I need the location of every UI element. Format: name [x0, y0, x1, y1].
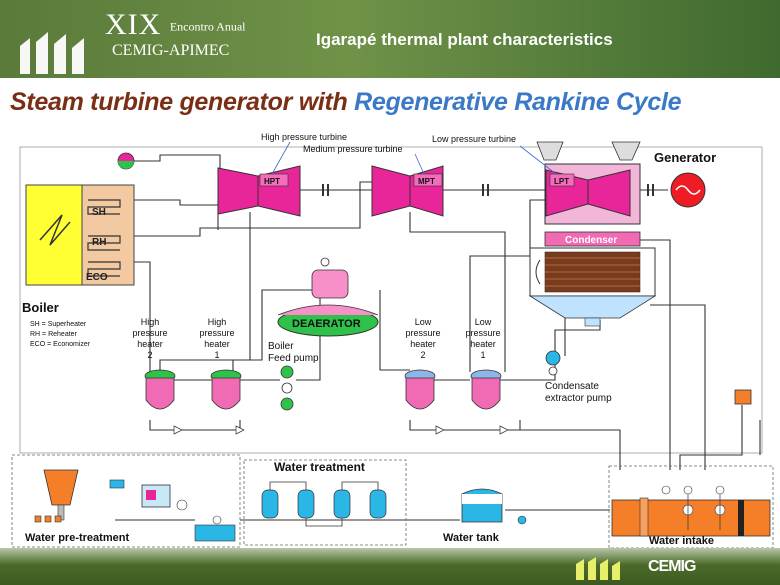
header-banner: XIX Encontro Anual CEMIG-APIMEC Igarapé … [0, 0, 780, 78]
economizer-coil [87, 261, 121, 277]
valve-icons [173, 425, 509, 435]
diagram-frame [19, 146, 763, 454]
water-intake-label: Water intake [649, 535, 714, 547]
cemig-building-icon [20, 32, 84, 74]
condenser-label: Condenser [565, 235, 617, 246]
flame-icon [39, 214, 71, 246]
lp-heater-1-line3: heater [470, 339, 496, 349]
water-tank-label: Water tank [443, 532, 500, 544]
hp-heater-1-line2: pressure [199, 328, 234, 338]
slide-title: Steam turbine generator with Regenerativ… [10, 88, 682, 117]
footer-logo-text: CEMIG [648, 558, 696, 575]
hp-heater-1-line1: High [208, 317, 227, 327]
legend-rh: RH = Reheater [30, 331, 78, 338]
mpt-caption: Medium pressure turbine [303, 144, 403, 154]
pretreatment-equipment [34, 469, 236, 542]
header-title: Igarapé thermal plant characteristics [316, 30, 613, 49]
lpt-turbine: LPT [536, 141, 641, 225]
condenser: Condenser [528, 231, 657, 327]
event-logo-name: CEMIG-APIMEC [112, 42, 230, 59]
gauge-icon [320, 257, 330, 267]
boiler-feed-pump-icon [280, 365, 294, 411]
lp-heater-2-line1: Low [415, 317, 432, 327]
water-pretreatment-label: Water pre-treatment [25, 532, 129, 544]
water-treatment-label: Water treatment [274, 460, 365, 474]
lp-heater-1-line4: 1 [480, 350, 485, 360]
condensate-pump-icon [545, 350, 561, 376]
shaft-couplings [322, 184, 654, 196]
lp-heater-1-line1: Low [475, 317, 492, 327]
lp-heater-2-line3: heater [410, 339, 436, 349]
reheater-coil [87, 235, 121, 251]
superheater-coil [87, 199, 121, 215]
boiler-eco-label: ECO [86, 272, 108, 283]
lp-heater-2 [404, 369, 436, 410]
legend-eco: ECO = Economizer [30, 341, 91, 348]
deaerator-tank: DEAERATOR [277, 257, 379, 337]
water-intake-equipment [611, 485, 771, 537]
boiler-sh-label: SH [92, 207, 106, 218]
hpt-label: HPT [264, 177, 280, 186]
hp-heater-1 [210, 369, 242, 410]
lpt-label: LPT [554, 177, 569, 186]
hpt-caption: High pressure turbine [261, 132, 347, 142]
hpt-turbine: HPT [217, 165, 301, 217]
hp-heater-1-line4: 1 [214, 350, 219, 360]
water-tank-icon [461, 488, 527, 525]
generator-icon [670, 172, 706, 208]
footer-banner: CEMIG [0, 548, 780, 585]
slide-title-part2: Regenerative Rankine Cycle [354, 88, 682, 116]
deaerator-label: DEAERATOR [292, 318, 361, 330]
water-treatment-box [243, 459, 407, 546]
lp-heater-1-line2: pressure [465, 328, 500, 338]
event-logo-number: XIX Encontro Anual [105, 8, 246, 41]
mpt-label: MPT [418, 177, 435, 186]
lpt-caption: Low pressure turbine [432, 134, 516, 144]
boiler: SH RH ECO [25, 152, 135, 286]
hp-heater-2-line3: heater [137, 339, 163, 349]
hp-heater-2-line1: High [141, 317, 160, 327]
generator-label: Generator [654, 150, 716, 165]
feed-pump-line2: Feed pump [268, 353, 319, 364]
hp-heater-2 [144, 369, 176, 410]
lp-heater-2-line4: 2 [420, 350, 425, 360]
head-tank [734, 389, 752, 405]
hp-heater-1-line3: heater [204, 339, 230, 349]
boiler-title: Boiler [22, 300, 59, 315]
mpt-turbine: MPT [371, 165, 444, 217]
lp-heater-2-line2: pressure [405, 328, 440, 338]
boiler-rh-label: RH [92, 237, 106, 248]
condensate-pump-line2: extractor pump [545, 393, 612, 404]
lp-heater-1 [470, 369, 502, 410]
exhaust-hood-icon [536, 141, 564, 161]
exhaust-hood-icon [611, 141, 641, 161]
feed-pump-line1: Boiler [268, 341, 294, 352]
demineralizer-columns [261, 489, 387, 519]
cemig-building-icon [576, 557, 620, 580]
slide-title-part1: Steam turbine generator with [10, 88, 355, 116]
hp-heater-2-line2: pressure [132, 328, 167, 338]
legend-sh: SH = Superheater [30, 321, 87, 328]
condensate-pump-line1: Condensate [545, 381, 599, 392]
hp-heater-2-line4: 2 [147, 350, 152, 360]
